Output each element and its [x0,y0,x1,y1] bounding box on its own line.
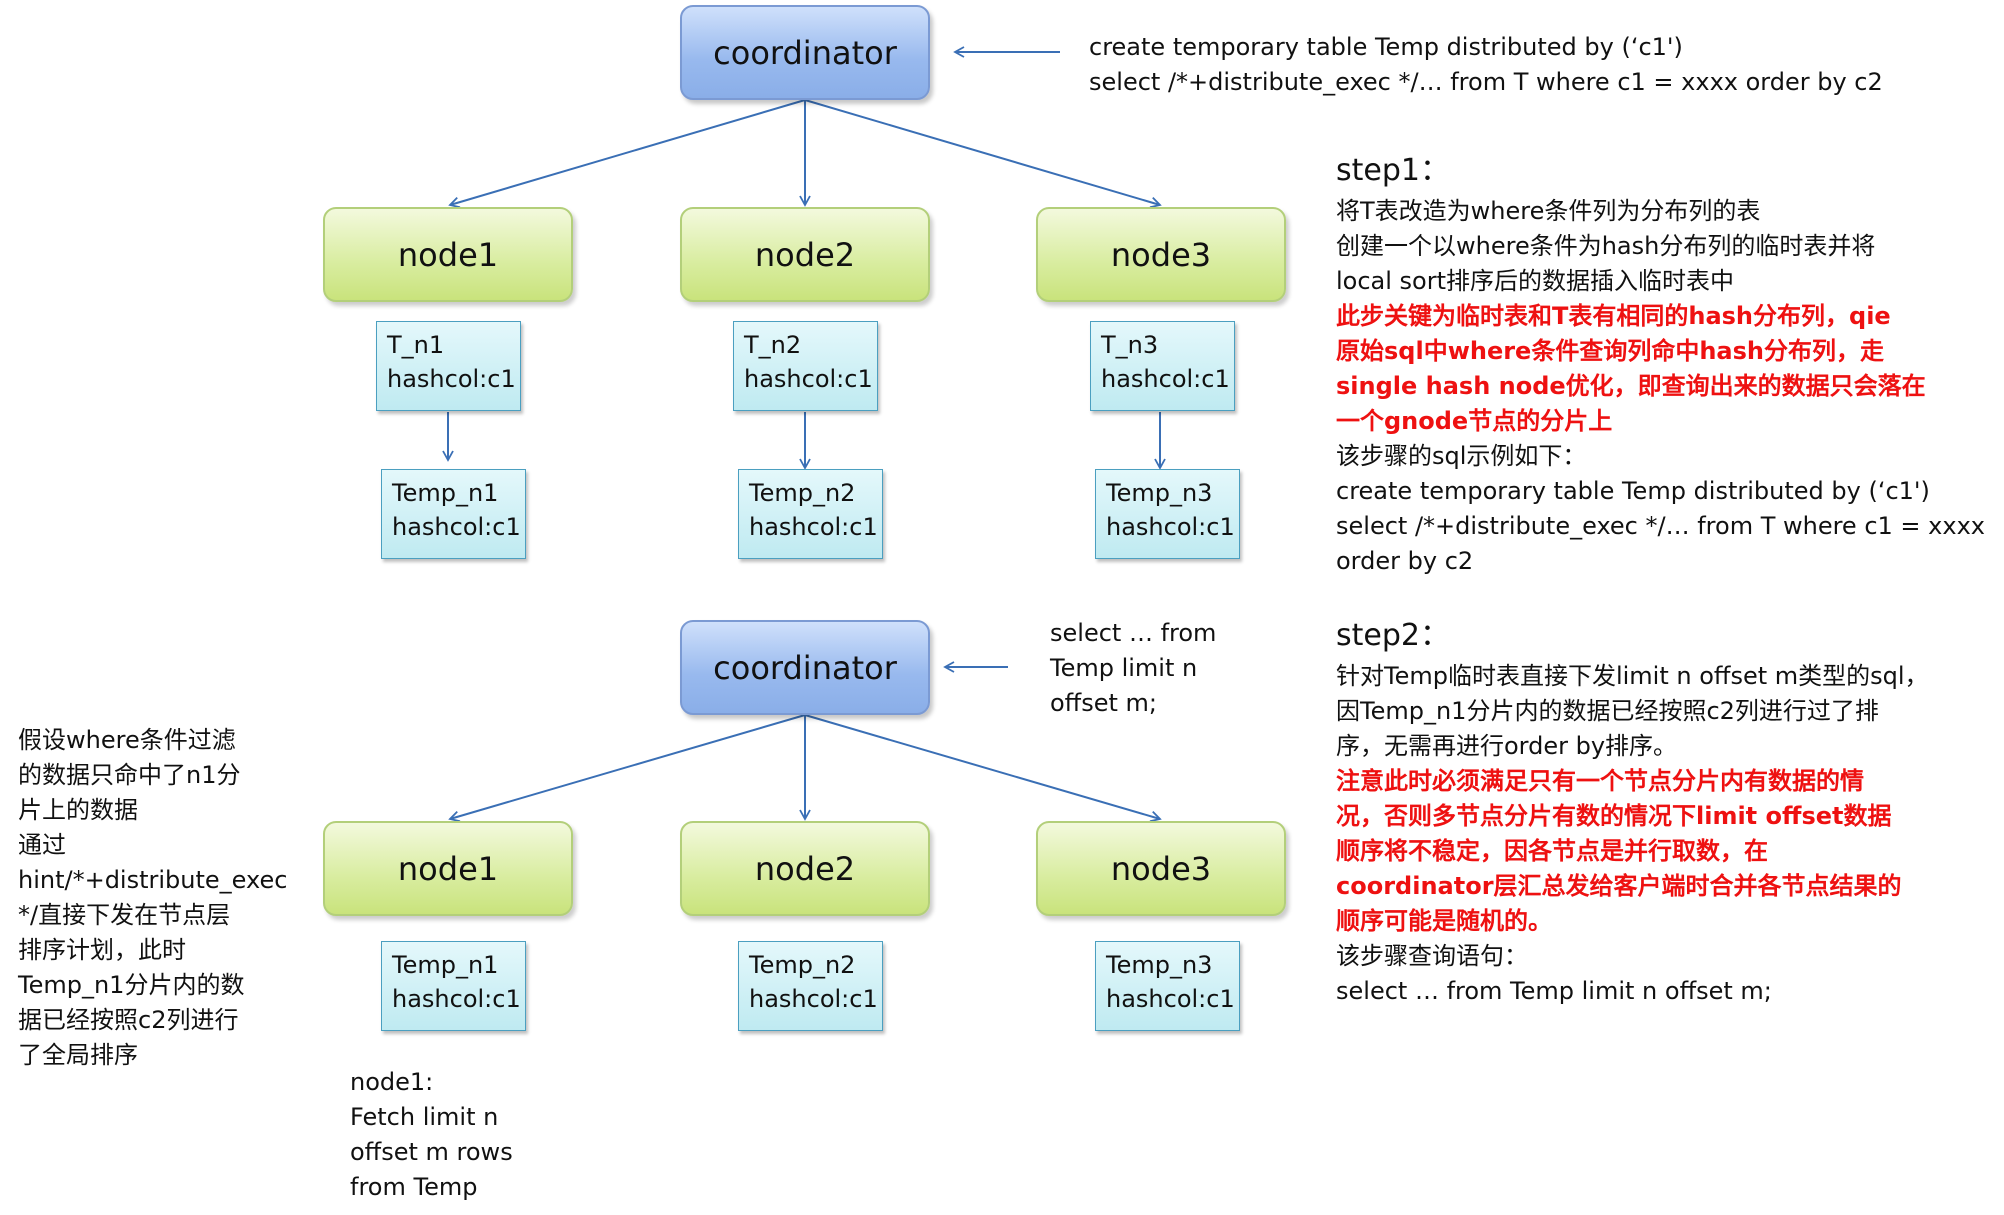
step2-line: 因Temp_n1分片内的数据已经按照c2列进行过了排 [1336,697,1879,725]
node2-box-2: node2 [680,821,930,916]
step1-sql-line: create temporary table Temp distributed … [1336,477,1930,505]
table-hash: hashcol:c1 [1101,365,1230,393]
note-line: 片上的数据 [18,796,138,824]
note-line: 的数据只命中了n1分 [18,761,241,789]
node1-box-2: node1 [323,821,573,916]
table-name: Temp_n1 [392,479,499,507]
step2-highlight-line: 况，否则多节点分片有数的情况下limit offset数据 [1336,802,1892,830]
note-line: node1: [350,1068,434,1096]
table-name: Temp_n3 [1106,951,1213,979]
node2-box-1: node2 [680,207,930,302]
table-temp-n1: Temp_n1 hashcol:c1 [381,469,526,559]
table-temp-n2: Temp_n2 hashcol:c1 [738,469,883,559]
table-t-n1: T_n1 hashcol:c1 [376,321,521,411]
node-label: node1 [397,849,499,888]
note-line: Fetch limit n [350,1103,499,1131]
step1-line: 将T表改造为where条件列为分布列的表 [1336,197,1761,225]
coordinator-box-2: coordinator [680,620,930,715]
coordinator-to-node1-arrow-2 [448,714,806,823]
step2-highlight-line: coordinator层汇总发给客户端时合并各节点结果的 [1336,872,1902,900]
table-t-n2: T_n2 hashcol:c1 [733,321,878,411]
step2-highlight-line: 顺序将不稳定，因各节点是并行取数，在 [1336,837,1768,865]
table-temp-n2-step2: Temp_n2 hashcol:c1 [738,941,883,1031]
sql-line: offset m; [1050,689,1157,717]
table-temp-n3: Temp_n3 hashcol:c1 [1095,469,1240,559]
note-line: 据已经按照c2列进行 [18,1006,239,1034]
step2-title: step2： [1336,618,1450,653]
table-temp-n3-step2: Temp_n3 hashcol:c1 [1095,941,1240,1031]
left-assumption-note: 假设where条件过滤 的数据只命中了n1分 片上的数据 通过 hint/*+d… [18,723,287,1073]
table-hash: hashcol:c1 [1106,513,1235,541]
step2-line: 针对Temp临时表直接下发limit n offset m类型的sql， [1336,662,1929,690]
coordinator-label: coordinator [713,648,897,687]
table-hash: hashcol:c1 [1106,985,1235,1013]
coordinator-to-node1-arrow-1 [448,99,806,209]
sql-line: Temp limit n [1050,654,1198,682]
step1-sql-line: select /*+distribute_exec */… from T whe… [1336,512,1985,540]
step2-sql-line: select … from Temp limit n offset m; [1336,977,1772,1005]
coordinator-to-node3-arrow-1 [804,99,1162,209]
sql-line: create temporary table Temp distributed … [1089,33,1683,61]
table-name: Temp_n3 [1106,479,1213,507]
step1-line: 该步骤的sql示例如下： [1336,442,1587,470]
node1-fetch-note: node1: Fetch limit n offset m rows from … [350,1065,513,1205]
step2-highlight-line: 顺序可能是随机的。 [1336,907,1552,935]
coordinator-label: coordinator [713,33,897,72]
table-hash: hashcol:c1 [744,365,873,393]
note-line: 了全局排序 [18,1041,138,1069]
node-label: node1 [397,235,499,274]
note-line: from Temp [350,1173,478,1201]
table-name: T_n3 [1101,331,1159,359]
note-line: hint/*+distribute_exec [18,866,288,894]
step1-explanation: step1： 将T表改造为where条件列为分布列的表 创建一个以where条件… [1336,150,1985,579]
table-hash: hashcol:c1 [392,513,521,541]
table-name: Temp_n2 [749,951,856,979]
sql-annotation-1: create temporary table Temp distributed … [1089,30,1883,100]
note-line: */直接下发在节点层 [18,901,231,929]
step1-highlight-line: single hash node优化，即查询出来的数据只会落在 [1336,372,1926,400]
note-line: offset m rows [350,1138,513,1166]
step1-highlight-line: 此步关键为临时表和T表有相同的hash分布列，qie [1336,302,1891,330]
node1-box-1: node1 [323,207,573,302]
table-name: Temp_n1 [392,951,499,979]
table-hash: hashcol:c1 [749,513,878,541]
step1-sql-line: order by c2 [1336,547,1474,575]
step1-line: local sort排序后的数据插入临时表中 [1336,267,1735,295]
table-temp-n1-step2: Temp_n1 hashcol:c1 [381,941,526,1031]
step2-highlight-line: 注意此时必须满足只有一个节点分片内有数据的情 [1336,767,1864,795]
node-label: node3 [1110,849,1212,888]
note-line: 排序计划，此时 [18,936,186,964]
table-hash: hashcol:c1 [749,985,878,1013]
note-line: Temp_n1分片内的数 [18,971,245,999]
step1-title: step1： [1336,153,1450,188]
node-label: node2 [754,235,856,274]
table-hash: hashcol:c1 [387,365,516,393]
table-name: Temp_n2 [749,479,856,507]
step1-highlight-line: 一个gnode节点的分片上 [1336,407,1613,435]
sql-line: select … from [1050,619,1217,647]
node-label: node2 [754,849,856,888]
node3-box-1: node3 [1036,207,1286,302]
node-label: node3 [1110,235,1212,274]
node3-box-2: node3 [1036,821,1286,916]
step2-line: 序，无需再进行order by排序。 [1336,732,1678,760]
table-t-n3: T_n3 hashcol:c1 [1090,321,1235,411]
note-line: 假设where条件过滤 [18,726,236,754]
table-name: T_n1 [387,331,445,359]
step1-line: 创建一个以where条件为hash分布列的临时表并将 [1336,232,1876,260]
coordinator-to-node3-arrow-2 [804,714,1162,823]
step1-highlight-line: 原始sql中where条件查询列命中hash分布列，走 [1336,337,1884,365]
table-name: T_n2 [744,331,802,359]
sql-annotation-2: select … from Temp limit n offset m; [1050,616,1216,721]
step2-explanation: step2： 针对Temp临时表直接下发limit n offset m类型的s… [1336,615,1929,1009]
coordinator-box-1: coordinator [680,5,930,100]
sql-line: select /*+distribute_exec */… from T whe… [1089,68,1883,96]
note-line: 通过 [18,831,66,859]
step2-line: 该步骤查询语句： [1336,942,1528,970]
table-hash: hashcol:c1 [392,985,521,1013]
